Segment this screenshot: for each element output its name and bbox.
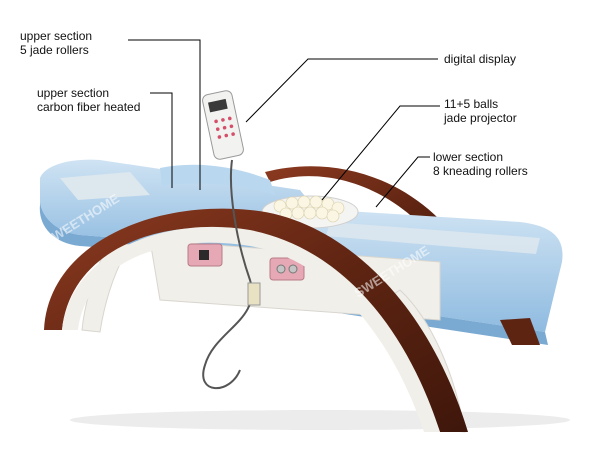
label-upper-heated-line1: upper section: [37, 86, 110, 100]
label-upper-rollers-line2: 5 jade rollers: [20, 43, 89, 57]
label-lower-rollers-line2: 8 kneading rollers: [433, 164, 528, 178]
control-panel-right: [269, 257, 305, 281]
lower-pad-stripe: [326, 222, 540, 254]
remote-cable: [202, 159, 253, 390]
front-wood-arch: [44, 208, 468, 432]
label-digital-display-text: digital display: [444, 52, 517, 66]
callout-lower-rollers: [375, 156, 430, 208]
label-lower-rollers-line1: lower section: [433, 150, 504, 164]
label-upper-heated-line2: carbon fiber heated: [37, 100, 141, 114]
back-leg-right: [500, 318, 540, 345]
connector-box: [247, 282, 261, 306]
upper-pad-stripe: [60, 172, 150, 200]
callout-digital-display: [245, 58, 438, 123]
label-upper-rollers: upper section 5 jade rollers: [20, 29, 92, 57]
floor-shadow: [70, 410, 570, 430]
front-wood-arch-inner: [62, 226, 440, 432]
callout-projector: [321, 105, 440, 201]
callout-upper-heated: [150, 92, 173, 188]
label-jade-projector-line2: jade projector: [444, 111, 517, 125]
label-jade-projector: 11+5 balls jade projector: [444, 97, 517, 125]
label-digital-display: digital display: [444, 52, 516, 66]
callout-upper-rollers: [128, 39, 201, 190]
upper-roller-humps: [160, 164, 275, 195]
label-lower-rollers: lower section 8 kneading rollers: [433, 150, 528, 178]
label-upper-rollers-line1: upper section: [20, 29, 93, 43]
jade-balls: [273, 195, 345, 223]
callout-lines: [128, 39, 440, 208]
label-upper-heated: upper section carbon fiber heated: [37, 86, 140, 114]
label-jade-projector-line1: 11+5 balls: [444, 97, 499, 111]
